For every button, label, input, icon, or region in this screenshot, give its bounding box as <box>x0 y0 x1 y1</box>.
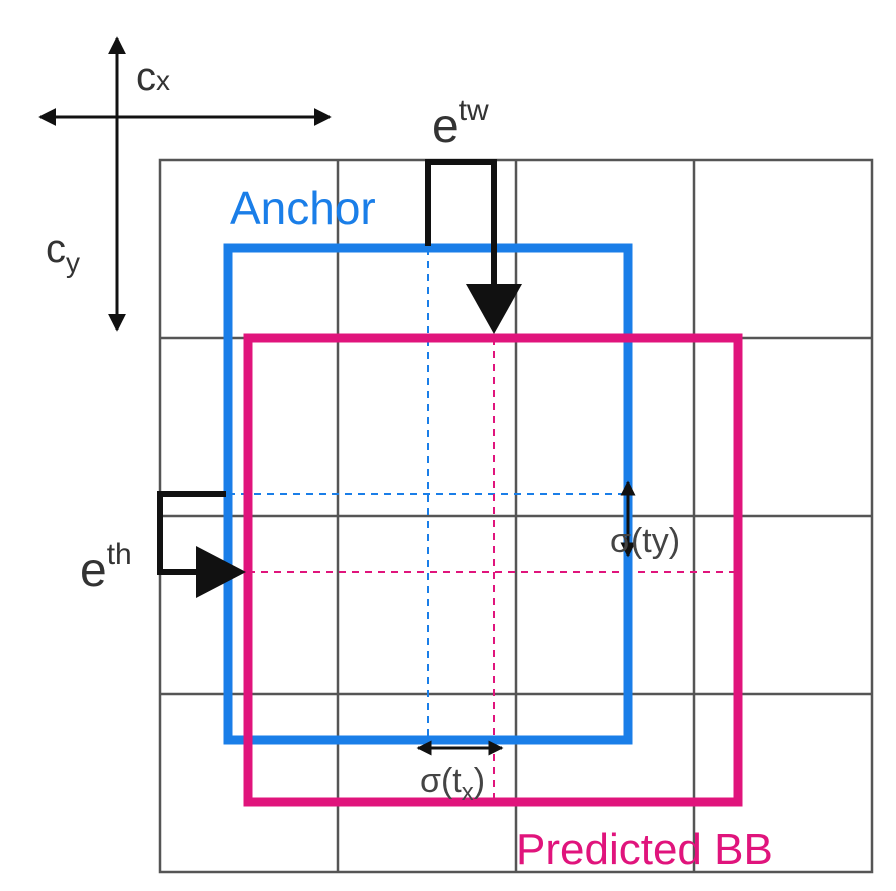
th-scale-arrow <box>157 491 246 598</box>
cy-label: cy <box>46 227 80 278</box>
anchor-label: Anchor <box>230 182 376 234</box>
predicted-label: Predicted BB <box>516 825 773 874</box>
sigma-tx-label: σ(tx) <box>420 762 485 806</box>
th-label: eth <box>80 538 132 597</box>
predicted-center-lines <box>248 338 738 802</box>
tw-label: etw <box>432 94 489 153</box>
predicted-box <box>243 333 743 807</box>
grid <box>158 158 874 874</box>
cx-label: cx <box>136 55 170 99</box>
sigma-ty-label: σ(ty) <box>610 522 680 560</box>
tw-scale-arrow <box>425 159 522 334</box>
anchor-center-lines <box>228 248 628 740</box>
axes-cross <box>38 36 332 332</box>
